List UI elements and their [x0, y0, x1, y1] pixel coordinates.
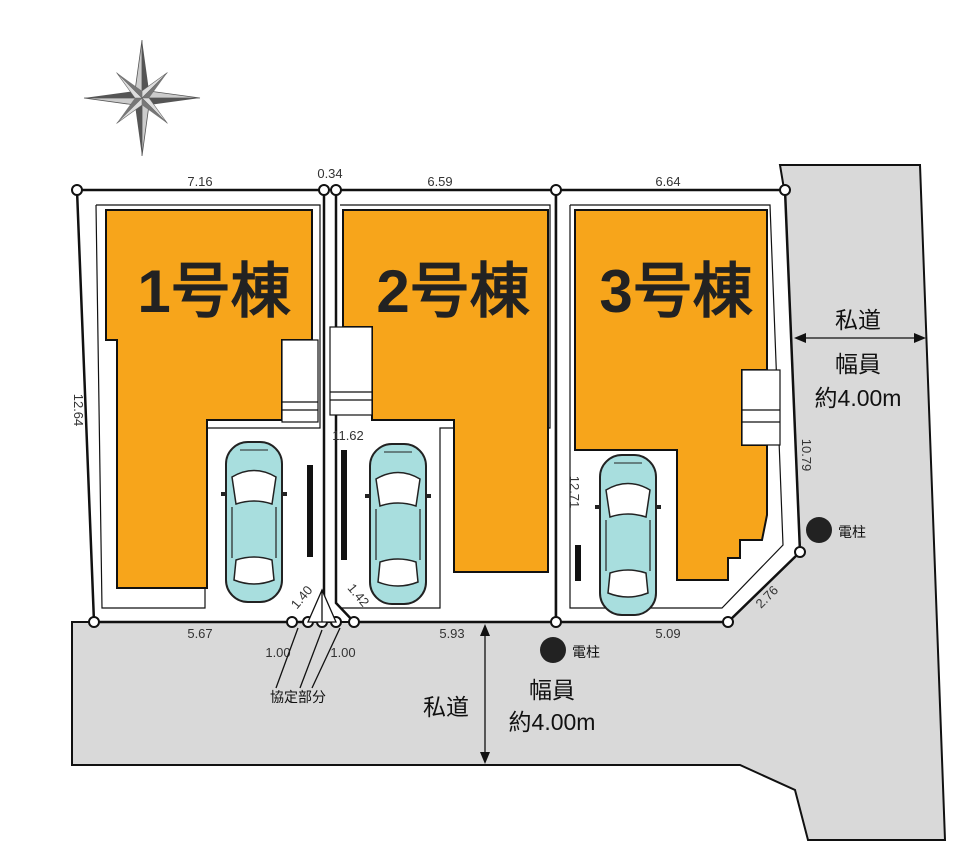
boundary-vertex [348, 616, 360, 628]
entrance-steps [281, 326, 781, 446]
building-1-footprint [105, 209, 313, 589]
boundary-vertex [71, 184, 83, 196]
south-road-labels: 私道 幅員 約4.00m [423, 624, 595, 764]
boundary-vertex [286, 616, 298, 628]
east-road-labels: 私道 幅員 約4.00m [794, 307, 926, 411]
dim-lot1-top: 7.16 [187, 174, 212, 189]
dim-lot3-bottom: 5.09 [655, 626, 680, 641]
house-label-3: 3号棟 [599, 258, 753, 325]
dim-lot3-top: 6.64 [655, 174, 680, 189]
compass-rose-icon [83, 39, 201, 157]
house-label-1: 1号棟 [137, 258, 291, 325]
building-1-entrance [281, 339, 319, 423]
south-road-width-value: 約4.00m [509, 709, 596, 735]
buildings [105, 209, 768, 589]
boundary-vertex [88, 616, 100, 628]
parked-cars [221, 441, 661, 616]
parking-stopper [575, 545, 581, 581]
car-icon [221, 441, 287, 603]
parking-stopper [307, 465, 313, 557]
boundary-vertex [722, 616, 734, 628]
dim-corner-c: 1.00 [265, 645, 290, 660]
dim-lot1-depth: 12.64 [71, 394, 86, 427]
agreement-area-label: 協定部分 [270, 689, 326, 705]
utility-pole-icon [806, 517, 832, 543]
south-road-width-title: 幅員 [529, 677, 575, 703]
south-road-name: 私道 [423, 694, 469, 720]
dim-lot3-depth: 12.71 [567, 476, 582, 509]
boundary-vertex [318, 184, 330, 196]
utility-pole-icon [540, 637, 566, 663]
utility-pole-label: 電柱 [572, 644, 600, 660]
utility-poles: 電柱 電柱 [540, 517, 866, 663]
house-labels: 1号棟 2号棟 3号棟 [137, 258, 753, 325]
utility-pole-label: 電柱 [838, 524, 866, 540]
east-road-width-value: 約4.00m [815, 385, 902, 411]
east-road-name: 私道 [835, 307, 881, 333]
east-road-width-title: 幅員 [835, 351, 881, 377]
boundary-vertex [330, 184, 342, 196]
house-label-2: 2号棟 [376, 258, 530, 325]
boundary-vertex [779, 184, 791, 196]
parking-stoppers [307, 450, 581, 581]
boundary-vertex [794, 546, 806, 558]
dim-gap-top: 0.34 [317, 166, 342, 181]
dim-lot2-top: 6.59 [427, 174, 452, 189]
boundary-vertex [550, 616, 562, 628]
agreement-area: 協定部分 [270, 588, 341, 705]
dim-right-side: 10.79 [799, 439, 814, 472]
dim-passage: 11.62 [332, 428, 364, 443]
car-icon [595, 454, 661, 616]
dim-lot1-bottom: 5.67 [187, 626, 212, 641]
car-icon [365, 443, 431, 605]
dim-lot2-bottom: 5.93 [439, 626, 464, 641]
boundary-vertex [550, 184, 562, 196]
building-2-entrance [329, 326, 373, 416]
building-3-entrance [741, 369, 781, 446]
dim-corner-d: 1.00 [330, 645, 355, 660]
parking-stopper [341, 450, 347, 560]
